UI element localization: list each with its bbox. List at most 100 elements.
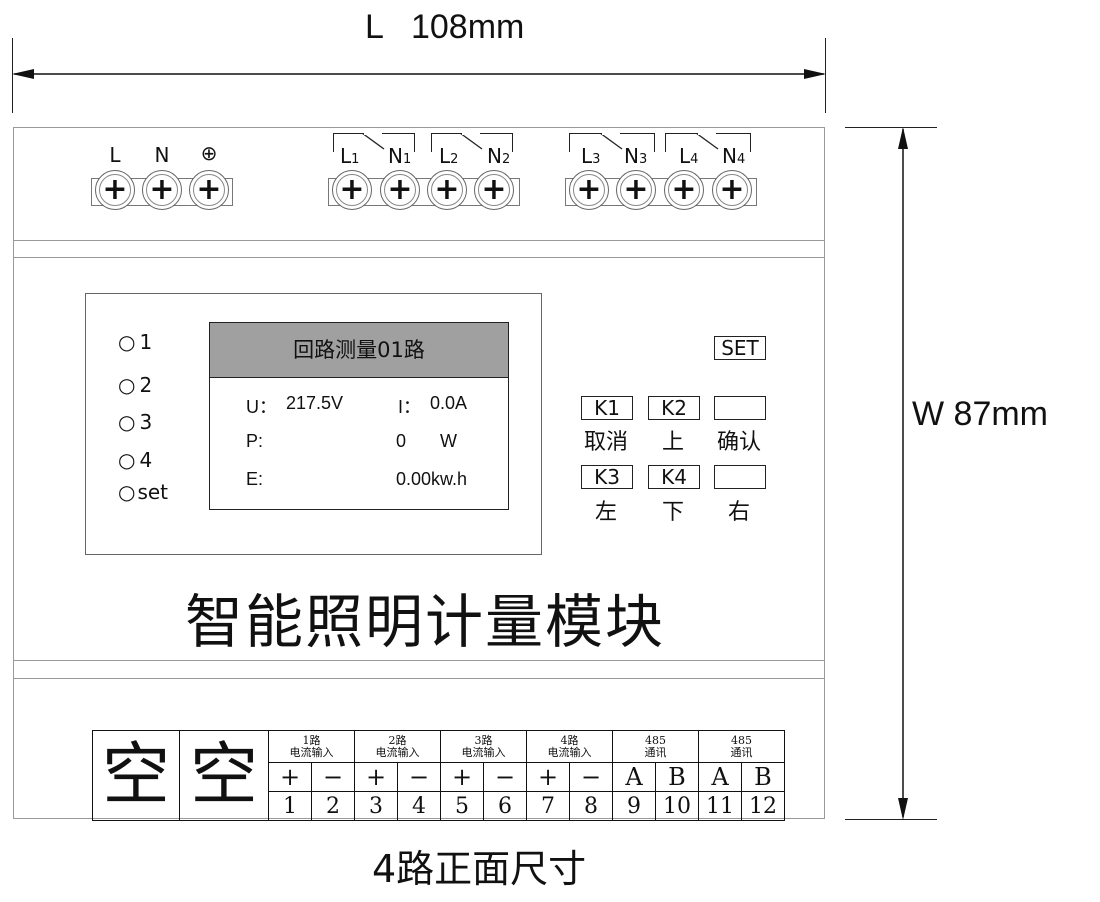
- right-caption: 右: [727, 500, 750, 525]
- divider: [13, 257, 825, 258]
- terminal-label-l: L: [109, 143, 121, 167]
- led-2: ○2: [118, 373, 153, 397]
- display-panel: [85, 293, 542, 555]
- terminal-number: 11: [698, 791, 742, 821]
- index: 3: [638, 152, 648, 167]
- p-label: P:: [246, 431, 264, 451]
- terminal-number: 8: [569, 791, 613, 821]
- label: L: [340, 144, 352, 168]
- screw-terminal: +: [474, 170, 514, 210]
- screw-terminal: +: [569, 170, 609, 210]
- group-line-1: 485: [731, 733, 752, 747]
- length-arrow: [12, 69, 826, 79]
- screw-terminal: +: [189, 170, 229, 210]
- p-unit: W: [440, 431, 457, 451]
- index: 1: [402, 152, 412, 167]
- index: 4: [736, 152, 746, 167]
- k1-caption: 取消: [583, 430, 628, 455]
- led-label: 4: [139, 448, 153, 472]
- group-line-1: 1路: [302, 733, 321, 747]
- group-line-2: 电流输入: [375, 745, 420, 759]
- e-label: E:: [246, 469, 264, 489]
- index: 3: [592, 152, 601, 167]
- terminal-sign: +: [354, 762, 398, 792]
- led-label: 3: [139, 410, 153, 434]
- led-set: ○set: [118, 480, 169, 504]
- label: L: [581, 144, 593, 168]
- label: N: [624, 144, 639, 168]
- terminal-sign: +: [268, 762, 312, 792]
- length-label: L 108mm: [365, 8, 525, 46]
- terminal-number: 10: [655, 791, 699, 821]
- led-4: ○4: [118, 448, 153, 472]
- k2-key[interactable]: K2: [648, 396, 700, 420]
- right-key[interactable]: [714, 465, 766, 489]
- width-arrow: [898, 127, 908, 820]
- divider: [13, 660, 825, 661]
- group-line-2: 电流输入: [547, 745, 592, 759]
- relay-label-n4: N4: [722, 144, 745, 168]
- index: 4: [690, 152, 699, 167]
- led-label: 1: [139, 330, 153, 354]
- i-label: I：: [398, 397, 422, 417]
- relay-label-l1: L1: [340, 144, 359, 168]
- terminal-number: 9: [612, 791, 656, 821]
- relay-symbol: [431, 133, 513, 152]
- screw-terminal: +: [616, 170, 656, 210]
- p-value: 0: [396, 431, 407, 451]
- empty-cell: 空: [179, 730, 269, 821]
- terminal-sign: −: [483, 762, 527, 792]
- set-key[interactable]: SET: [714, 336, 766, 360]
- screw-terminal: +: [332, 170, 372, 210]
- group-line-1: 3路: [474, 733, 493, 747]
- screw-terminal: +: [95, 170, 135, 210]
- terminal-sign: B: [655, 762, 699, 792]
- screw-terminal: +: [142, 170, 182, 210]
- terminal-label-n: N: [154, 143, 170, 167]
- product-name: 智能照明计量模块: [185, 588, 666, 656]
- label: N: [388, 144, 403, 168]
- width-label: W 87mm: [912, 395, 1048, 433]
- k3-key[interactable]: K3: [581, 465, 633, 489]
- group-line-1: 4路: [560, 733, 579, 747]
- terminal-sign: +: [526, 762, 570, 792]
- k4-key[interactable]: K4: [648, 465, 700, 489]
- terminal-sign: A: [698, 762, 742, 792]
- k2-caption: 上: [661, 430, 684, 455]
- caption: 4路正面尺寸: [372, 847, 587, 891]
- relay-label-l2: L2: [439, 144, 458, 168]
- relay-label-l4: L4: [679, 144, 698, 168]
- terminal-sign: −: [569, 762, 613, 792]
- led-label: 2: [139, 373, 153, 397]
- label: L: [439, 144, 451, 168]
- terminal-number: 6: [483, 791, 527, 821]
- confirm-key[interactable]: [714, 396, 766, 420]
- u-value: 217.5V: [286, 393, 344, 413]
- terminal-number: 1: [268, 791, 312, 821]
- terminal-number: 5: [440, 791, 484, 821]
- relay-label-n3: N3: [624, 144, 647, 168]
- screw-terminal: +: [427, 170, 467, 210]
- terminal-sign: B: [741, 762, 785, 792]
- u-label: U：: [246, 397, 277, 417]
- led-1: ○1: [118, 330, 153, 354]
- index: 2: [501, 152, 511, 167]
- terminal-number: 12: [741, 791, 785, 821]
- group-header: 1路电流输入: [268, 730, 355, 763]
- k1-key[interactable]: K1: [581, 396, 633, 420]
- divider: [13, 240, 825, 241]
- dim-ext-bottom: [845, 819, 937, 820]
- ground-icon: ⊕: [200, 141, 218, 165]
- k3-caption: 左: [594, 500, 617, 525]
- e-value: 0.00kw.h: [396, 469, 468, 489]
- group-line-2: 电流输入: [289, 745, 334, 759]
- divider: [13, 678, 825, 679]
- terminal-sign: +: [440, 762, 484, 792]
- index: 1: [351, 152, 360, 167]
- terminal-number: 4: [397, 791, 441, 821]
